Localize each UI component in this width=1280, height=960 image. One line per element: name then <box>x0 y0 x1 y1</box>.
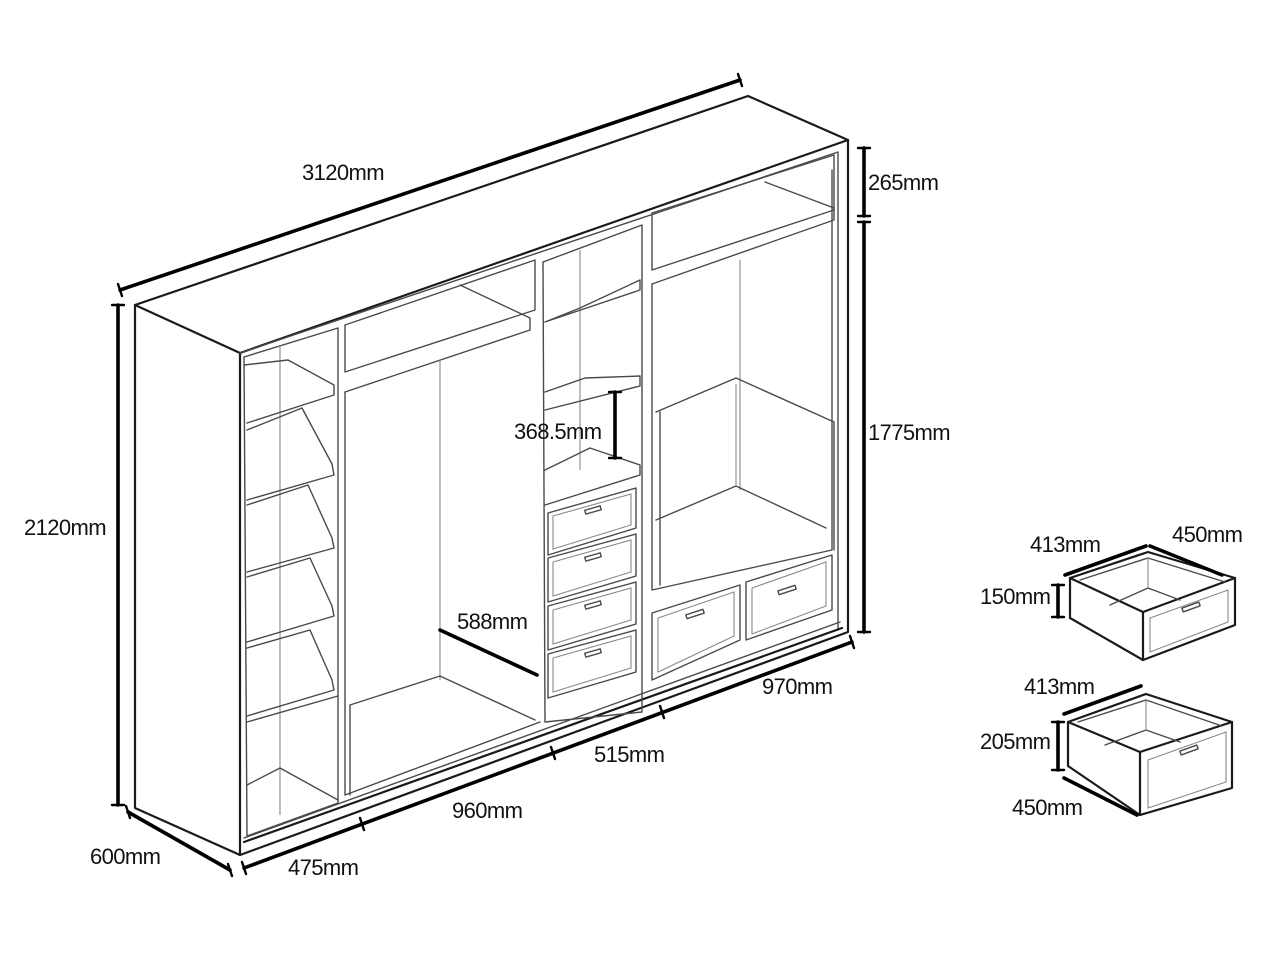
left-shoe-shelf-section <box>243 327 339 837</box>
label-overall-width: 3120mm <box>302 160 384 185</box>
large-drawer-illustration <box>1066 692 1234 817</box>
label-small-drawer-depth: 450mm <box>1172 522 1242 547</box>
tower-drawer-4 <box>547 629 637 699</box>
label-depth: 600mm <box>90 844 160 869</box>
label-drawer-section-width: 515mm <box>594 742 664 767</box>
label-hanging-depth: 588mm <box>457 609 527 634</box>
label-middle-section-width: 960mm <box>452 798 522 823</box>
label-top-height: 265mm <box>868 170 938 195</box>
label-right-section-width: 970mm <box>762 674 832 699</box>
label-left-section-width: 475mm <box>288 855 358 880</box>
middle-hanging-section <box>344 259 541 796</box>
wardrobe-carcass <box>133 94 850 857</box>
label-overall-height: 2120mm <box>24 515 106 540</box>
small-drawer-illustration <box>1068 550 1237 662</box>
label-large-drawer-height: 205mm <box>980 729 1050 754</box>
drawer-tower-section <box>542 224 643 723</box>
label-shelf-spacing: 368.5mm <box>514 419 602 444</box>
label-hanging-height: 1775mm <box>868 420 950 445</box>
label-large-drawer-width: 413mm <box>1024 674 1094 699</box>
tower-drawer-1 <box>547 487 637 556</box>
dimension-lines <box>110 72 1224 878</box>
tower-drawer-3 <box>547 581 637 651</box>
label-small-drawer-width: 413mm <box>1030 532 1100 557</box>
label-small-drawer-height: 150mm <box>980 584 1050 609</box>
label-large-drawer-depth: 450mm <box>1012 795 1082 820</box>
right-hanging-section <box>651 154 835 681</box>
tower-drawer-2 <box>547 533 637 603</box>
right-drawer-right <box>745 554 833 641</box>
right-drawer-left <box>651 584 741 681</box>
